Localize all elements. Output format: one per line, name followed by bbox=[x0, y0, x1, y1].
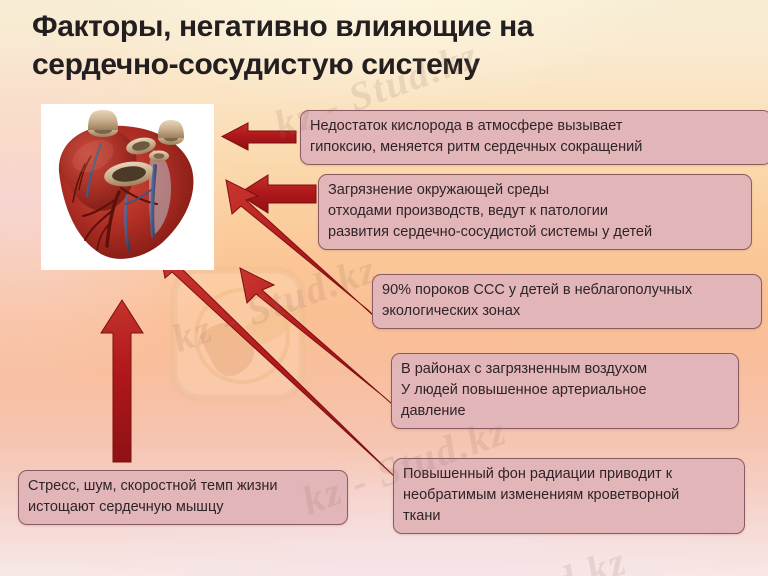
factor-box-pollution: Загрязнение окружающей среды отходами пр… bbox=[318, 174, 752, 250]
arrow-stress-to-heart bbox=[100, 299, 144, 463]
heart-anatomy-illustration bbox=[41, 104, 214, 270]
watermark-logo-icon bbox=[170, 266, 340, 431]
arrow-pressure-to-heart bbox=[239, 267, 393, 405]
factor-box-defects: 90% пороков ССС у детей в неблагополучны… bbox=[372, 274, 762, 329]
factor-box-oxygen: Недостаток кислорода в атмосфере вызывае… bbox=[300, 110, 768, 165]
arrow-oxygen-to-heart bbox=[220, 122, 297, 151]
slide-title: Факторы, негативно влияющие на сердечно-… bbox=[32, 10, 534, 81]
heart-graphic bbox=[41, 104, 214, 270]
arrow-radiation-to-heart bbox=[159, 251, 402, 484]
factor-box-radiation: Повышенный фон радиации приводит к необр… bbox=[393, 458, 745, 534]
watermark-text: d.kz bbox=[548, 537, 633, 576]
factor-box-stress: Стресс, шум, скоростной темп жизни истощ… bbox=[18, 470, 348, 525]
factor-box-pressure: В районах с загрязненным воздухом У люде… bbox=[391, 353, 739, 429]
arrow-pollution-to-heart bbox=[237, 174, 317, 214]
